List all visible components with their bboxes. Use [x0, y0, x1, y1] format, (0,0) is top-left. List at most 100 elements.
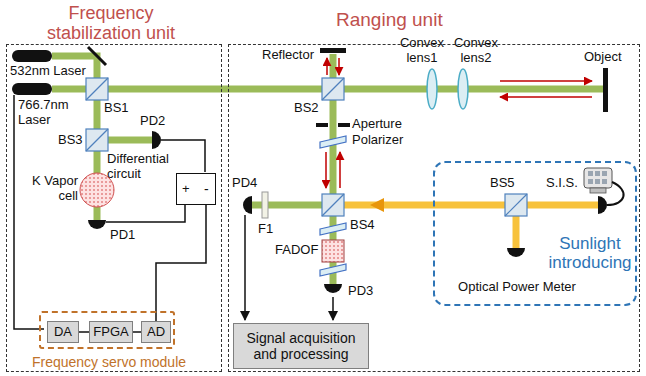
object-target	[603, 68, 608, 112]
part-label: Object	[584, 50, 622, 65]
process-box: AD	[141, 321, 171, 343]
circuit-box: Differential circuit+-	[176, 173, 216, 205]
cube-diagonal	[322, 194, 344, 216]
photodiode	[88, 220, 106, 229]
part-label: S.I.S.	[546, 176, 578, 191]
lamp	[602, 171, 607, 176]
part-label: Convex lens1	[398, 36, 446, 66]
process-box: FPGA	[89, 321, 133, 343]
cube	[86, 129, 108, 151]
convex-lens	[427, 69, 437, 109]
lamp	[602, 179, 607, 184]
unit-region: Ranging unitSunlight introducingSignal a…	[228, 44, 640, 372]
filter	[262, 192, 268, 218]
convex-lens	[458, 69, 468, 109]
part-label: PD2	[140, 114, 165, 129]
photodiode	[324, 284, 342, 293]
fiber-end	[598, 196, 607, 214]
arrow	[326, 58, 328, 75]
part-label: BS3	[58, 133, 83, 148]
part-label: K Vapor cell	[26, 174, 78, 204]
arrow	[500, 80, 592, 82]
process-box: Signal acquisition and processing	[233, 323, 369, 369]
lamp	[595, 171, 600, 176]
arrow	[500, 96, 592, 98]
node-heading: Frequency stabilization unit	[31, 3, 191, 43]
fadof-cell	[322, 240, 344, 262]
part-label: BS4	[350, 218, 375, 233]
photodiode	[243, 196, 252, 214]
part-label: F1	[258, 222, 273, 237]
part-label: FADOF	[275, 243, 318, 258]
photodiode	[152, 131, 161, 149]
laser-766	[12, 83, 52, 95]
part-label: Optical Power Meter	[457, 280, 577, 295]
terminal-sign: +	[182, 182, 190, 197]
part-label: BS5	[490, 176, 515, 191]
fiber-cable	[607, 182, 624, 205]
laser-beam	[108, 137, 152, 144]
node-heading: Ranging unit	[336, 9, 443, 31]
part-label: Polarizer	[352, 133, 403, 148]
cube-diagonal	[86, 78, 108, 100]
cube	[322, 194, 344, 216]
cube	[505, 194, 527, 216]
aperture	[316, 123, 328, 127]
propagation-arrows	[326, 58, 592, 188]
sunlight-beam	[513, 216, 520, 248]
aperture	[338, 123, 350, 127]
part-label: 532nm Laser	[10, 64, 86, 79]
signal-wire	[332, 297, 334, 320]
cube-diagonal	[86, 129, 108, 151]
cube-diagonal	[505, 194, 527, 216]
cube	[86, 78, 108, 100]
signal-connector	[156, 205, 206, 321]
part-label: PD1	[110, 228, 135, 243]
signal-wire	[244, 215, 246, 320]
mirror	[88, 47, 106, 65]
part-label: Reflector	[262, 48, 314, 63]
polarizer	[320, 223, 346, 235]
reflector	[320, 48, 346, 53]
signal-connector	[133, 331, 141, 333]
wire	[14, 95, 44, 329]
part-label: BS2	[294, 101, 319, 116]
node-heading: DA	[54, 325, 72, 340]
polarizer	[320, 136, 346, 148]
node-heading: Frequency servo module	[31, 354, 187, 370]
terminal-sign: -	[204, 181, 209, 197]
node-heading: AD	[147, 325, 165, 340]
power-meter-head	[507, 248, 525, 257]
part-label: BS1	[104, 101, 129, 116]
lamp	[588, 179, 593, 184]
polarizer	[320, 264, 346, 276]
lamp	[595, 179, 600, 184]
laser-beam	[330, 54, 337, 78]
part-label: Aperture	[352, 117, 402, 132]
arrow	[338, 58, 340, 75]
node-heading: Sunlight introducing	[547, 235, 633, 272]
part-label: PD3	[348, 284, 373, 299]
node-heading: Differential circuit	[107, 152, 175, 182]
process-box: DA	[47, 321, 79, 343]
node-heading: Signal acquisition and processing	[234, 330, 368, 362]
part-label: PD4	[232, 176, 257, 191]
solar-simulator-base	[590, 188, 606, 193]
solar-simulator-lamps	[588, 171, 607, 184]
part-label: 766.7nm Laser	[18, 98, 84, 128]
unit-region: Frequency stabilization unitDifferential…	[6, 44, 222, 372]
cube-diagonal	[322, 78, 344, 100]
module-region: Frequency servo moduleDAFPGAAD	[39, 311, 175, 349]
arrow	[325, 152, 327, 188]
cube	[322, 78, 344, 100]
part-label: Convex lens2	[452, 36, 500, 66]
sunlight-arrow	[370, 198, 384, 212]
arrow	[339, 152, 341, 188]
signal-connector	[79, 331, 89, 333]
laser-532	[12, 50, 52, 62]
lamp	[588, 171, 593, 176]
wire	[106, 204, 185, 222]
node-heading: FPGA	[93, 325, 128, 340]
solar-simulator	[584, 168, 612, 188]
